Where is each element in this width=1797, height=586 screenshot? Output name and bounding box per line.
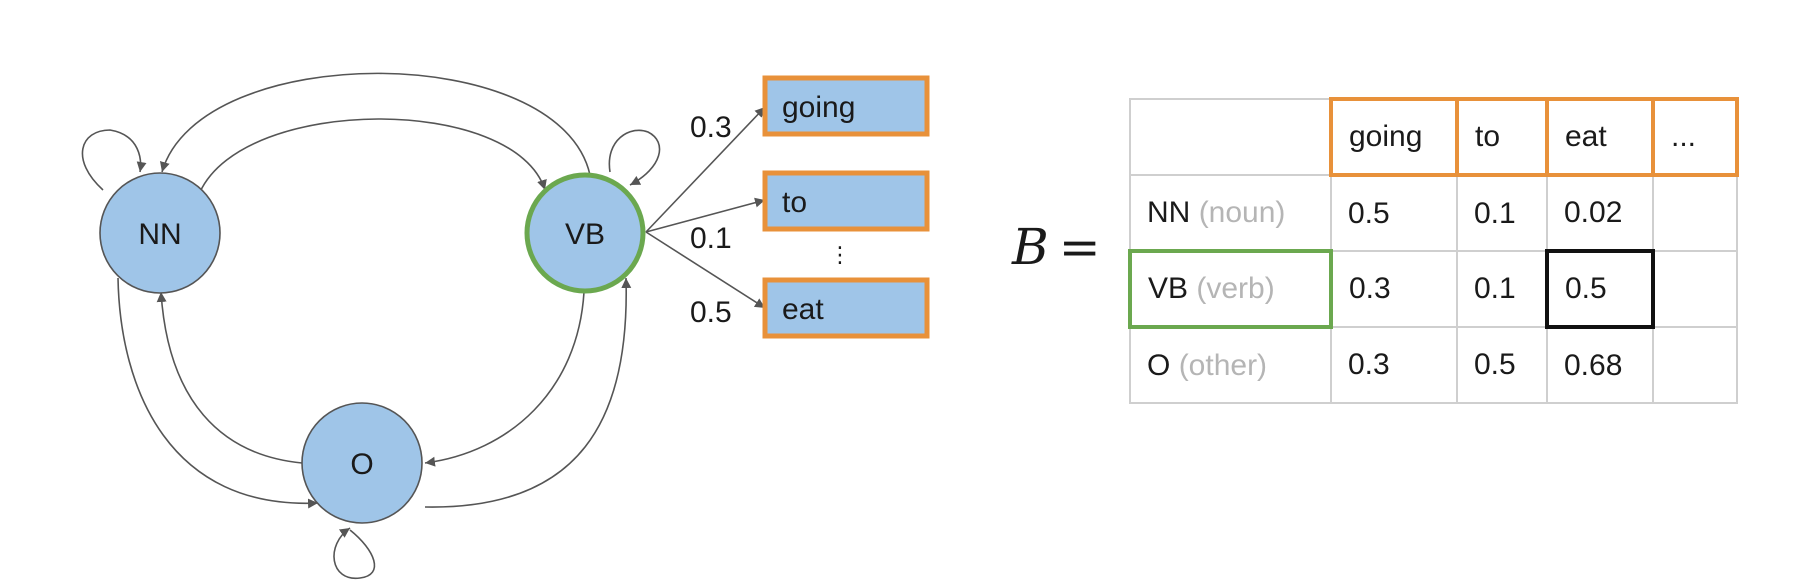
- edge-o-to-vb: [424, 277, 632, 508]
- emission-edge-going: [645, 106, 766, 233]
- edge-vb-self-loop: [608, 129, 661, 186]
- cell-vb-to: 0.1: [1456, 250, 1548, 328]
- matrix-corner-cell: [1129, 98, 1332, 176]
- state-vb: VB: [524, 172, 646, 294]
- cell-nn-eat: 0.02: [1546, 174, 1654, 252]
- cell-o-to: 0.5: [1456, 326, 1548, 404]
- cell-nn-going: 0.5: [1330, 174, 1458, 252]
- row-label-nn: NN (noun): [1129, 174, 1332, 252]
- cell-vb-going: 0.3: [1330, 250, 1458, 328]
- cell-nn-to: 0.1: [1456, 174, 1548, 252]
- word-to-label: to: [782, 186, 807, 219]
- emission-prob-to: 0.1: [690, 222, 732, 255]
- cell-vb-eat: 0.5: [1545, 249, 1655, 329]
- edge-nn-to-vb-inner: [199, 118, 547, 193]
- matrix-header-eat: eat: [1545, 97, 1655, 177]
- row-gloss-vb: (verb): [1196, 272, 1275, 305]
- row-gloss-nn: (noun): [1198, 195, 1286, 229]
- word-going-label: going: [782, 91, 855, 124]
- cell-o-more: [1652, 326, 1738, 404]
- row-gloss-o: (other): [1178, 348, 1268, 382]
- row-label-o: O (other): [1129, 326, 1332, 404]
- vertical-ellipsis: ⋮: [829, 243, 851, 268]
- matrix-row-o: O (other) 0.3 0.5 0.68: [1129, 326, 1738, 404]
- matrix-equation-label: B=: [1012, 218, 1101, 276]
- word-box-going: going: [762, 75, 930, 137]
- emission-prob-going: 0.3: [690, 111, 732, 144]
- cell-nn-more: [1652, 174, 1738, 252]
- matrix-row-vb: VB (verb) 0.3 0.1 0.5: [1128, 249, 1738, 329]
- row-state-o: O: [1147, 348, 1171, 382]
- row-state-vb: VB: [1148, 272, 1189, 305]
- edge-nn-self-loop: [81, 129, 147, 191]
- edge-vb-to-o: [424, 291, 585, 467]
- transition-edges: [81, 72, 661, 579]
- emission-prob-eat: 0.5: [690, 296, 732, 329]
- cell-o-eat: 0.68: [1546, 326, 1654, 404]
- row-label-vb: VB (verb): [1128, 249, 1333, 329]
- cell-vb-more: [1652, 250, 1738, 328]
- word-box-eat: eat: [762, 277, 930, 339]
- matrix-header-ellipsis: ...: [1651, 97, 1739, 177]
- matrix-symbol: B: [1012, 218, 1049, 276]
- matrix-header-going: going: [1329, 97, 1459, 177]
- state-o-label: O: [350, 448, 373, 481]
- state-nn: NN: [99, 172, 221, 294]
- matrix-row-nn: NN (noun) 0.5 0.1 0.02: [1129, 174, 1738, 252]
- equals-sign: =: [1058, 218, 1101, 276]
- matrix-header-row: going to eat ...: [1129, 97, 1739, 177]
- edge-vb-to-nn-outer: [159, 72, 591, 176]
- emission-matrix: going to eat ... NN (noun) 0.5 0.1 0.02 …: [1128, 97, 1739, 404]
- word-box-to: to: [762, 170, 930, 232]
- edge-o-to-nn: [156, 291, 303, 464]
- state-vb-label: VB: [565, 218, 605, 251]
- row-state-nn: NN: [1147, 195, 1191, 229]
- matrix-header-to: to: [1455, 97, 1549, 177]
- state-o: O: [301, 402, 423, 524]
- edge-o-self-loop: [333, 527, 376, 579]
- emission-edge-to: [645, 197, 766, 233]
- cell-o-going: 0.3: [1330, 326, 1458, 404]
- edge-nn-to-o: [117, 277, 319, 509]
- state-nn-label: NN: [138, 218, 181, 251]
- word-eat-label: eat: [782, 293, 824, 326]
- emission-edge-eat: [645, 231, 766, 309]
- emission-edges: [645, 106, 766, 309]
